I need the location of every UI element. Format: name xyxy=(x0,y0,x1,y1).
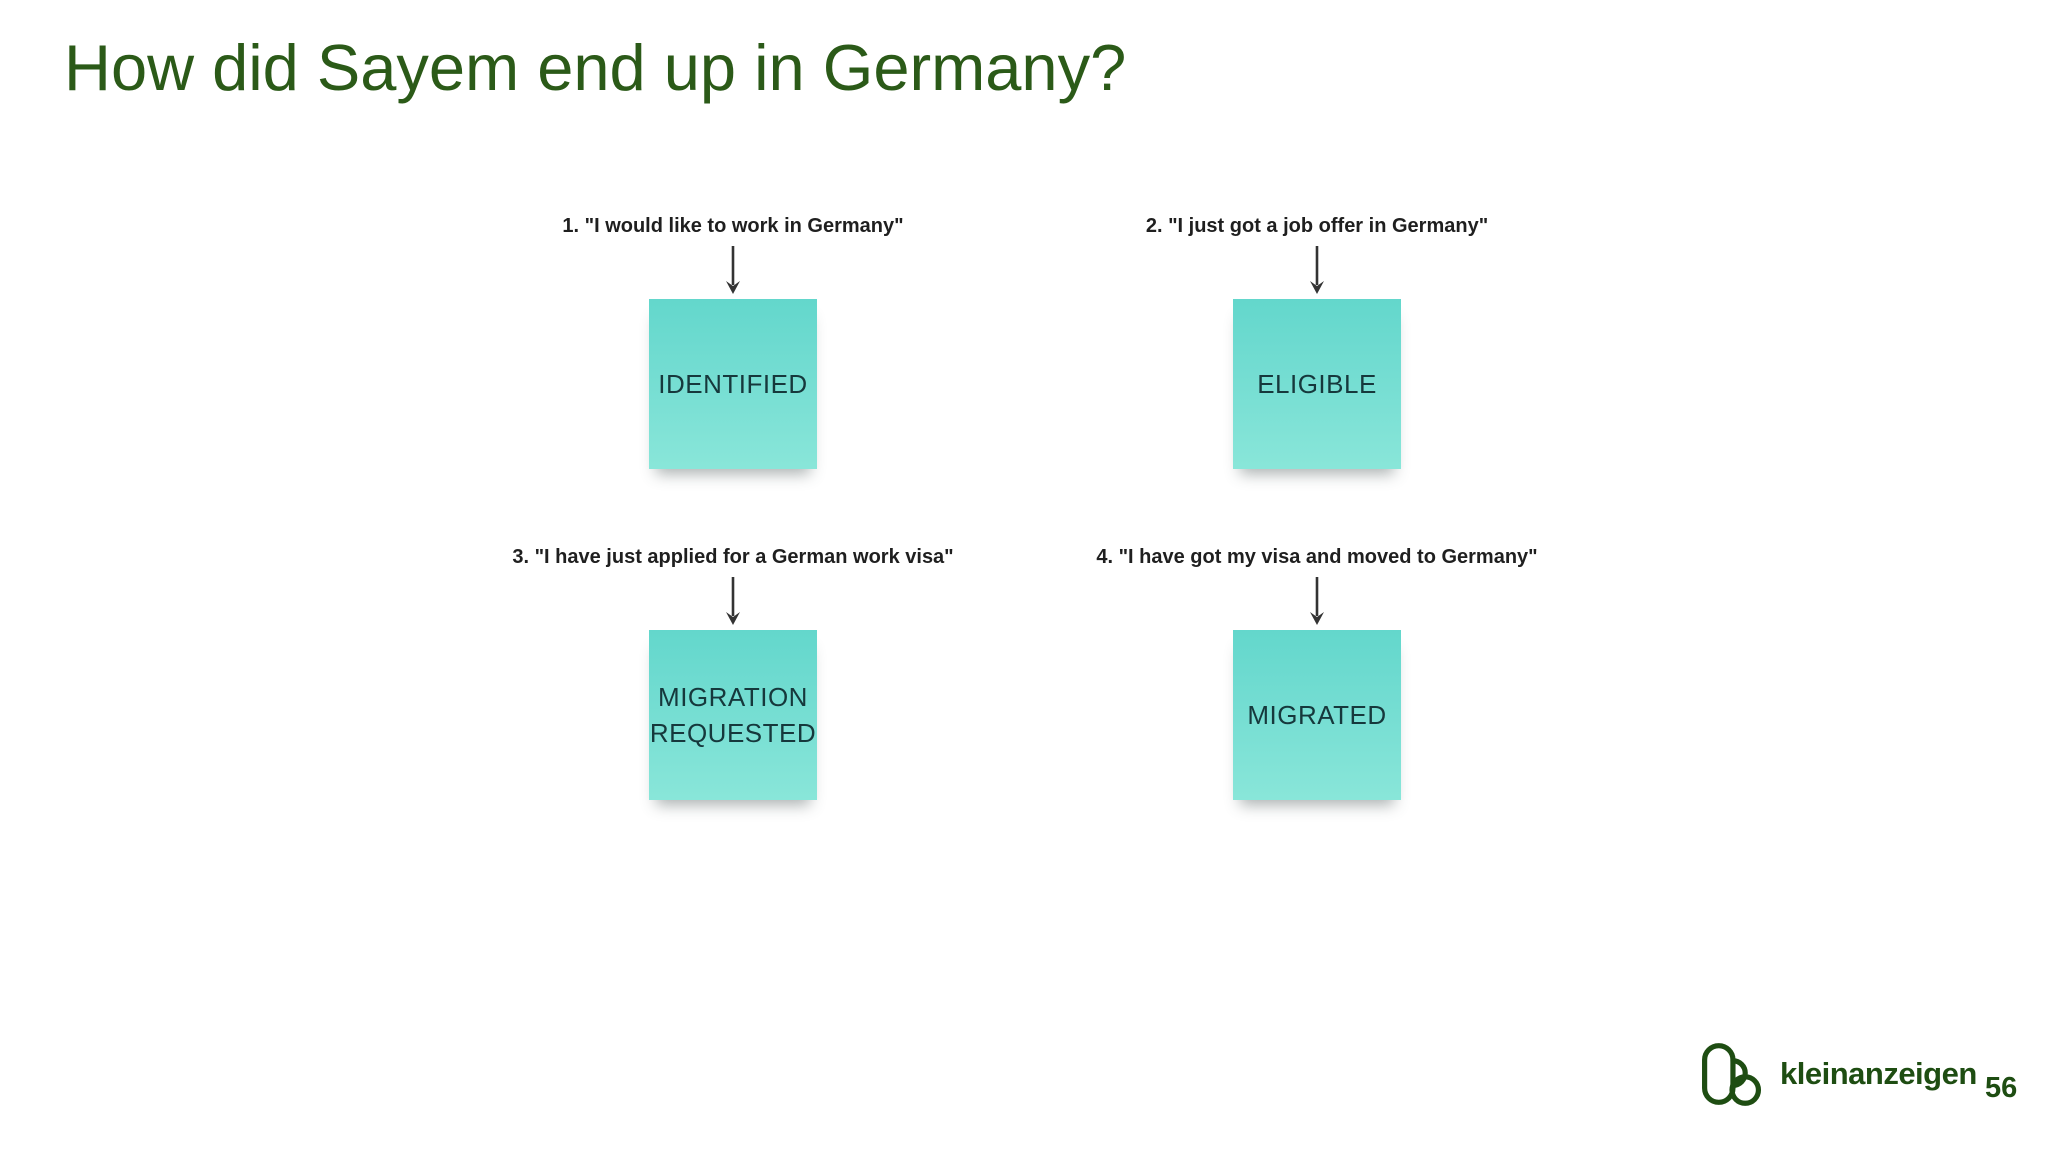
brand-footer: kleinanzeigen xyxy=(1698,1040,1977,1108)
step-caption: 4. "I have got my visa and moved to Germ… xyxy=(1096,546,1538,568)
down-arrow-icon xyxy=(724,576,742,626)
step-eligible: 2. "I just got a job offer in Germany" E… xyxy=(1017,212,1617,469)
step-caption: 2. "I just got a job offer in Germany" xyxy=(1145,215,1489,237)
sticky-note-identified: IDENTIFIED xyxy=(649,299,817,469)
sticky-note-migrated: MIGRATED xyxy=(1233,630,1401,800)
sticky-note-eligible: ELIGIBLE xyxy=(1233,299,1401,469)
step-identified: 1. "I would like to work in Germany" IDE… xyxy=(433,212,1033,469)
sticky-note-migration-requested: MIGRATION REQUESTED xyxy=(649,630,817,800)
brand-name: kleinanzeigen xyxy=(1780,1056,1977,1091)
kleinanzeigen-logo-icon xyxy=(1702,1043,1762,1106)
step-caption: 3. "I have just applied for a German wor… xyxy=(512,546,954,568)
page-number: 56 xyxy=(1985,1072,2018,1104)
page-title: How did Sayem end up in Germany? xyxy=(64,31,1127,104)
step-caption: 1. "I would like to work in Germany" xyxy=(562,215,904,237)
down-arrow-icon xyxy=(724,245,742,295)
step-migration-requested: 3. "I have just applied for a German wor… xyxy=(433,543,1033,800)
down-arrow-icon xyxy=(1308,576,1326,626)
down-arrow-icon xyxy=(1308,245,1326,295)
step-migrated: 4. "I have got my visa and moved to Germ… xyxy=(1017,543,1617,800)
